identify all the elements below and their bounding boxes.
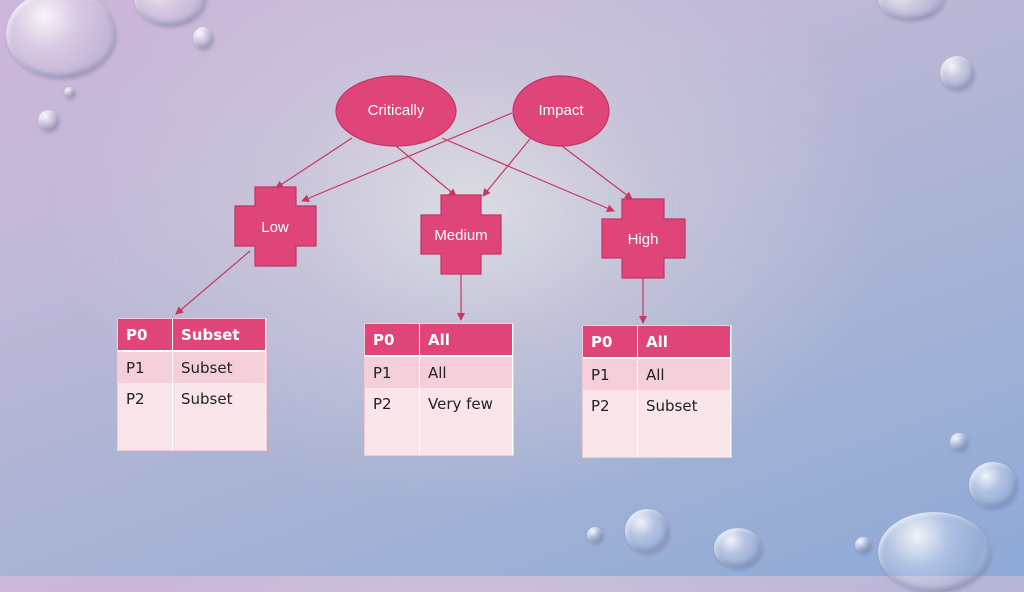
table-row: P0 Subset: [118, 319, 266, 352]
water-drop-icon: [950, 433, 968, 451]
table-cell: All: [637, 326, 731, 359]
water-drop-icon: [969, 462, 1017, 508]
water-drop-icon: [940, 56, 974, 90]
node-low: Low: [234, 186, 317, 267]
table-cell: [419, 419, 513, 455]
table-row: [583, 421, 731, 457]
water-drop-icon: [625, 509, 669, 553]
node-impact: Impact: [512, 75, 610, 147]
arrow-critically-to-low: [275, 137, 353, 189]
node-medium: Medium: [420, 194, 502, 275]
water-drop-icon: [587, 527, 603, 543]
table-cell: [365, 419, 420, 455]
water-drop-icon: [714, 528, 762, 568]
table-row: P0 All: [583, 326, 731, 359]
table-cell: P1: [365, 356, 420, 388]
table-cell: All: [419, 356, 513, 388]
table-cell: Subset: [172, 383, 266, 414]
table-cell: All: [419, 324, 513, 357]
table-cell: All: [637, 358, 731, 390]
water-drop-icon: [6, 0, 116, 78]
node-impact-label: Impact: [538, 102, 584, 119]
table-row: P0 All: [365, 324, 513, 357]
table-cell: P2: [365, 388, 420, 419]
water-drop-icon: [64, 87, 75, 98]
table-low: P0 Subset P1 Subset P2 Subset: [118, 319, 266, 450]
table-row: [365, 419, 513, 455]
table-cell: Subset: [172, 351, 266, 383]
table-row: P2 Very few: [365, 388, 513, 419]
node-medium-label: Medium: [434, 227, 487, 244]
node-high: High: [601, 198, 686, 279]
table-cell: Subset: [172, 319, 266, 352]
arrow-impact-to-low: [301, 112, 513, 202]
node-high-label: High: [628, 231, 659, 248]
table-cell: [172, 414, 266, 450]
table-row: [118, 414, 266, 450]
table-cell: P2: [118, 383, 173, 414]
table-cell: [118, 414, 173, 450]
table-cell: P0: [365, 324, 420, 357]
water-drop-icon: [38, 110, 59, 131]
arrow-critically-to-medium: [395, 145, 457, 197]
arrow-impact-to-high: [561, 145, 633, 200]
table-row: P2 Subset: [583, 390, 731, 421]
node-critically: Critically: [335, 75, 457, 147]
table-cell: [583, 421, 638, 457]
table-cell: P1: [583, 358, 638, 390]
water-drop-icon: [193, 27, 213, 49]
water-drop-icon: [878, 0, 944, 20]
table-cell: P2: [583, 390, 638, 421]
node-low-label: Low: [261, 219, 289, 236]
table-cell: P0: [583, 326, 638, 359]
table-row: P1 All: [583, 358, 731, 390]
arrow-critically-to-high: [441, 137, 615, 212]
arrow-low-to-table: [175, 250, 251, 315]
table-cell: Very few: [419, 388, 513, 419]
water-drop-icon: [855, 537, 871, 553]
table-medium: P0 All P1 All P2 Very few: [365, 324, 513, 455]
node-critically-label: Critically: [368, 102, 425, 119]
table-cell: Subset: [637, 390, 731, 421]
table-row: P1 Subset: [118, 351, 266, 383]
table-row: P2 Subset: [118, 383, 266, 414]
diagram-canvas: Critically Impact Low Medium High: [175, 75, 686, 324]
arrow-impact-to-medium: [482, 138, 531, 197]
table-row: P1 All: [365, 356, 513, 388]
table-cell: [637, 421, 731, 457]
table-cell: P1: [118, 351, 173, 383]
table-high: P0 All P1 All P2 Subset: [583, 326, 731, 457]
table-cell: P0: [118, 319, 173, 352]
